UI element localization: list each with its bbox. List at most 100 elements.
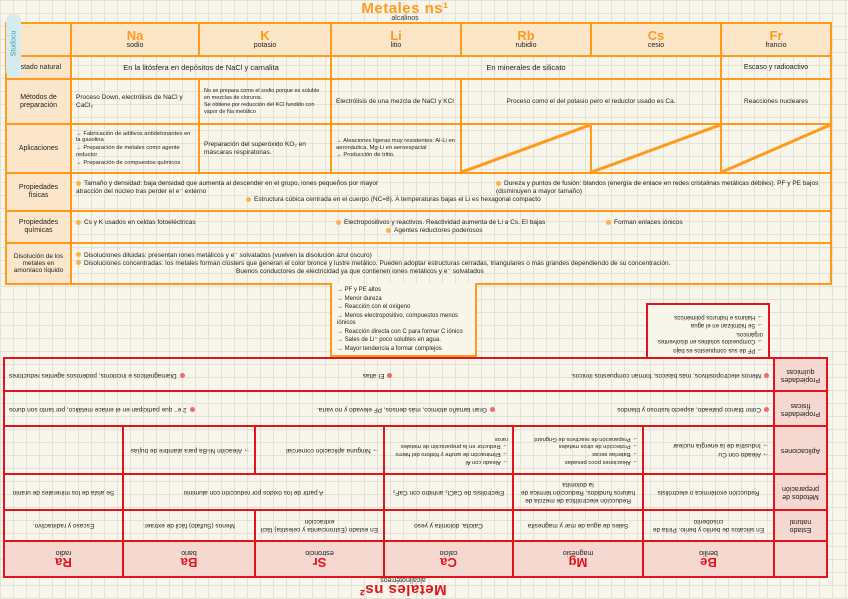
bullet-icon: [606, 219, 611, 225]
bullet-icon: [179, 372, 185, 378]
bullet-item: Dureza y puntos de fusión: blandos (ener…: [496, 180, 819, 195]
bullet-icon: [336, 219, 341, 225]
watermark-text: Studocu: [10, 30, 18, 57]
bullet-icon: [764, 406, 769, 412]
bullet-icon: [764, 372, 769, 378]
bullet-icon: [76, 219, 81, 225]
lithium-notes-box: → PF y PE altos→ Menor dureza→ Reacción …: [330, 283, 477, 357]
diagonal-line-icon: [462, 125, 590, 172]
row-label: Aplicaciones: [774, 426, 827, 474]
studocu-watermark: Studocu: [6, 14, 21, 78]
bullet-item: 2 e⁻ que participan en el enlace metálic…: [9, 405, 195, 413]
cell: → Aleado con Cu→ Industria de la energía…: [643, 426, 774, 474]
cell: → Aleado con Al→ Eliminación de azufre y…: [384, 426, 513, 474]
cell: Reducción exotérmica o electrólisis: [643, 473, 774, 510]
cell: En silicatos de berilio y berilo. Pirita…: [643, 509, 774, 541]
bullet-item: Menos electropositivos, más básicos, for…: [571, 371, 769, 379]
bullet-icon: [496, 180, 501, 186]
row-label: Disolución de los metales en amoníaco lí…: [5, 242, 72, 285]
cell: En estado (Estroncianita y celestita) fá…: [255, 509, 384, 541]
cell: Calcita, dolomita y yeso: [384, 509, 513, 541]
diagonal-line-icon: [722, 125, 830, 172]
row-estado-natural: Estado natural En la litósfera en depósi…: [5, 55, 832, 80]
empty-cell-cs: [590, 123, 722, 174]
bullet-item: Cs y K usados en celdas fotoeléctricas: [76, 219, 326, 227]
cell: Electrólisis de CaCl₂ anhidro con CaF₂: [384, 473, 513, 510]
cell: Proceso Down, electrólisis de NaCl y CaC…: [70, 78, 200, 125]
bullet-icon: [386, 227, 391, 233]
cell: → Fabricación de aditivos antidetonantes…: [70, 123, 200, 174]
cell: Reacciones nucleares: [720, 78, 832, 125]
row-metodos: Métodos de preparación Proceso Down, ele…: [5, 78, 832, 125]
row-propiedades-fisicas: Propiedades físicas Tamaño y densidad: b…: [5, 172, 832, 212]
row-propiedades-fisicas: Propiedades físicas Color blanco platead…: [4, 391, 827, 427]
cell: Disoluciones diluidas: presentan iones m…: [70, 242, 832, 285]
cell: Color blanco plateado, aspecto lustroso …: [4, 391, 774, 427]
bullet-icon: [387, 372, 393, 378]
empty-cell-fr: [720, 123, 832, 174]
bullet-icon: [76, 260, 81, 266]
row-label: Propiedades químicas: [5, 210, 72, 244]
cell: Se aísla de los minerales de uranio: [4, 473, 123, 510]
corner-cell: [774, 540, 827, 577]
row-aplicaciones: Aplicaciones → Aleado con Cu→ Industria …: [4, 426, 827, 474]
alkaline-earth-title-text: Metales ns²: [359, 581, 447, 598]
bullet-item: Disoluciones concentradas: los metales f…: [76, 260, 826, 268]
cell: Reducción electrolítica de mezcla de hal…: [513, 473, 643, 510]
cell: Electrólisis de una mezcla de NaCl y KCl: [330, 78, 462, 125]
cell: Proceso como el del potasio pero el redu…: [460, 78, 722, 125]
cell: Preparación del superóxido KO₂ en máscar…: [198, 123, 332, 174]
cell: → Aleación Ni-Ba para alambre de bujías: [123, 426, 255, 474]
alkali-title-text: Metales ns¹: [361, 0, 449, 17]
cell: Escaso y radioactivo.: [4, 509, 123, 541]
bullet-item: Electropositivos y reactivos. Reactivida…: [336, 219, 596, 227]
bullet-item: Forman enlaces iónicos: [606, 219, 683, 227]
cell: No se prepara como el sodio porque es so…: [198, 78, 332, 125]
beryllium-notes-box: → PF de sus compuestos es bajo→ Compuest…: [646, 303, 770, 357]
bullet-item: Estructura cúbica centrada en el cuerpo …: [246, 196, 826, 204]
row-label: Propiedades físicas: [774, 391, 827, 427]
bullet-item: Agentes reductores poderosos: [386, 227, 826, 235]
bullet-icon: [489, 406, 495, 412]
alkali-subtitle: alcalinos: [391, 15, 419, 22]
row-label: Métodos de preparación: [5, 78, 72, 125]
row-metodos: Métodos de preparación Reducción exotérm…: [4, 473, 827, 510]
row-label: Aplicaciones: [5, 123, 72, 174]
cell: En minerales de silicato: [330, 55, 722, 80]
cell: A partir de los óxidos por reducción con…: [123, 473, 384, 510]
row-label: Métodos de preparación: [774, 473, 827, 510]
bullet-item: Diamagnéticos e incoloros, poderosos age…: [9, 371, 185, 379]
row-disolucion: Disolución de los metales en amoníaco lí…: [5, 242, 832, 285]
cell: Menos electropositivos, más básicos, for…: [4, 358, 774, 392]
cell: Cs y K usados en celdas fotoeléctricas E…: [70, 210, 832, 244]
row-label: Propiedades físicas: [5, 172, 72, 212]
bullet-icon: [189, 406, 195, 412]
bullet-item: Tamaño y densidad: baja densidad que aum…: [76, 180, 379, 195]
bullet-item: Gran tamaño atómico, más densos, PF elev…: [317, 405, 495, 413]
cell: → Aleaciones poco pesadas→ Baterías seca…: [513, 426, 643, 474]
row-label: Estado natural: [774, 509, 827, 541]
cell: → Aleaciones ligeras muy resistentes: Al…: [330, 123, 462, 174]
diagonal-line-icon: [592, 125, 720, 172]
empty-cell-rb: [460, 123, 592, 174]
cell: → Ninguna aplicación comercial: [255, 426, 384, 474]
row-estado-natural: Estado natural En silicatos de berilio y…: [4, 509, 827, 541]
cell: Tamaño y densidad: baja densidad que aum…: [70, 172, 832, 212]
